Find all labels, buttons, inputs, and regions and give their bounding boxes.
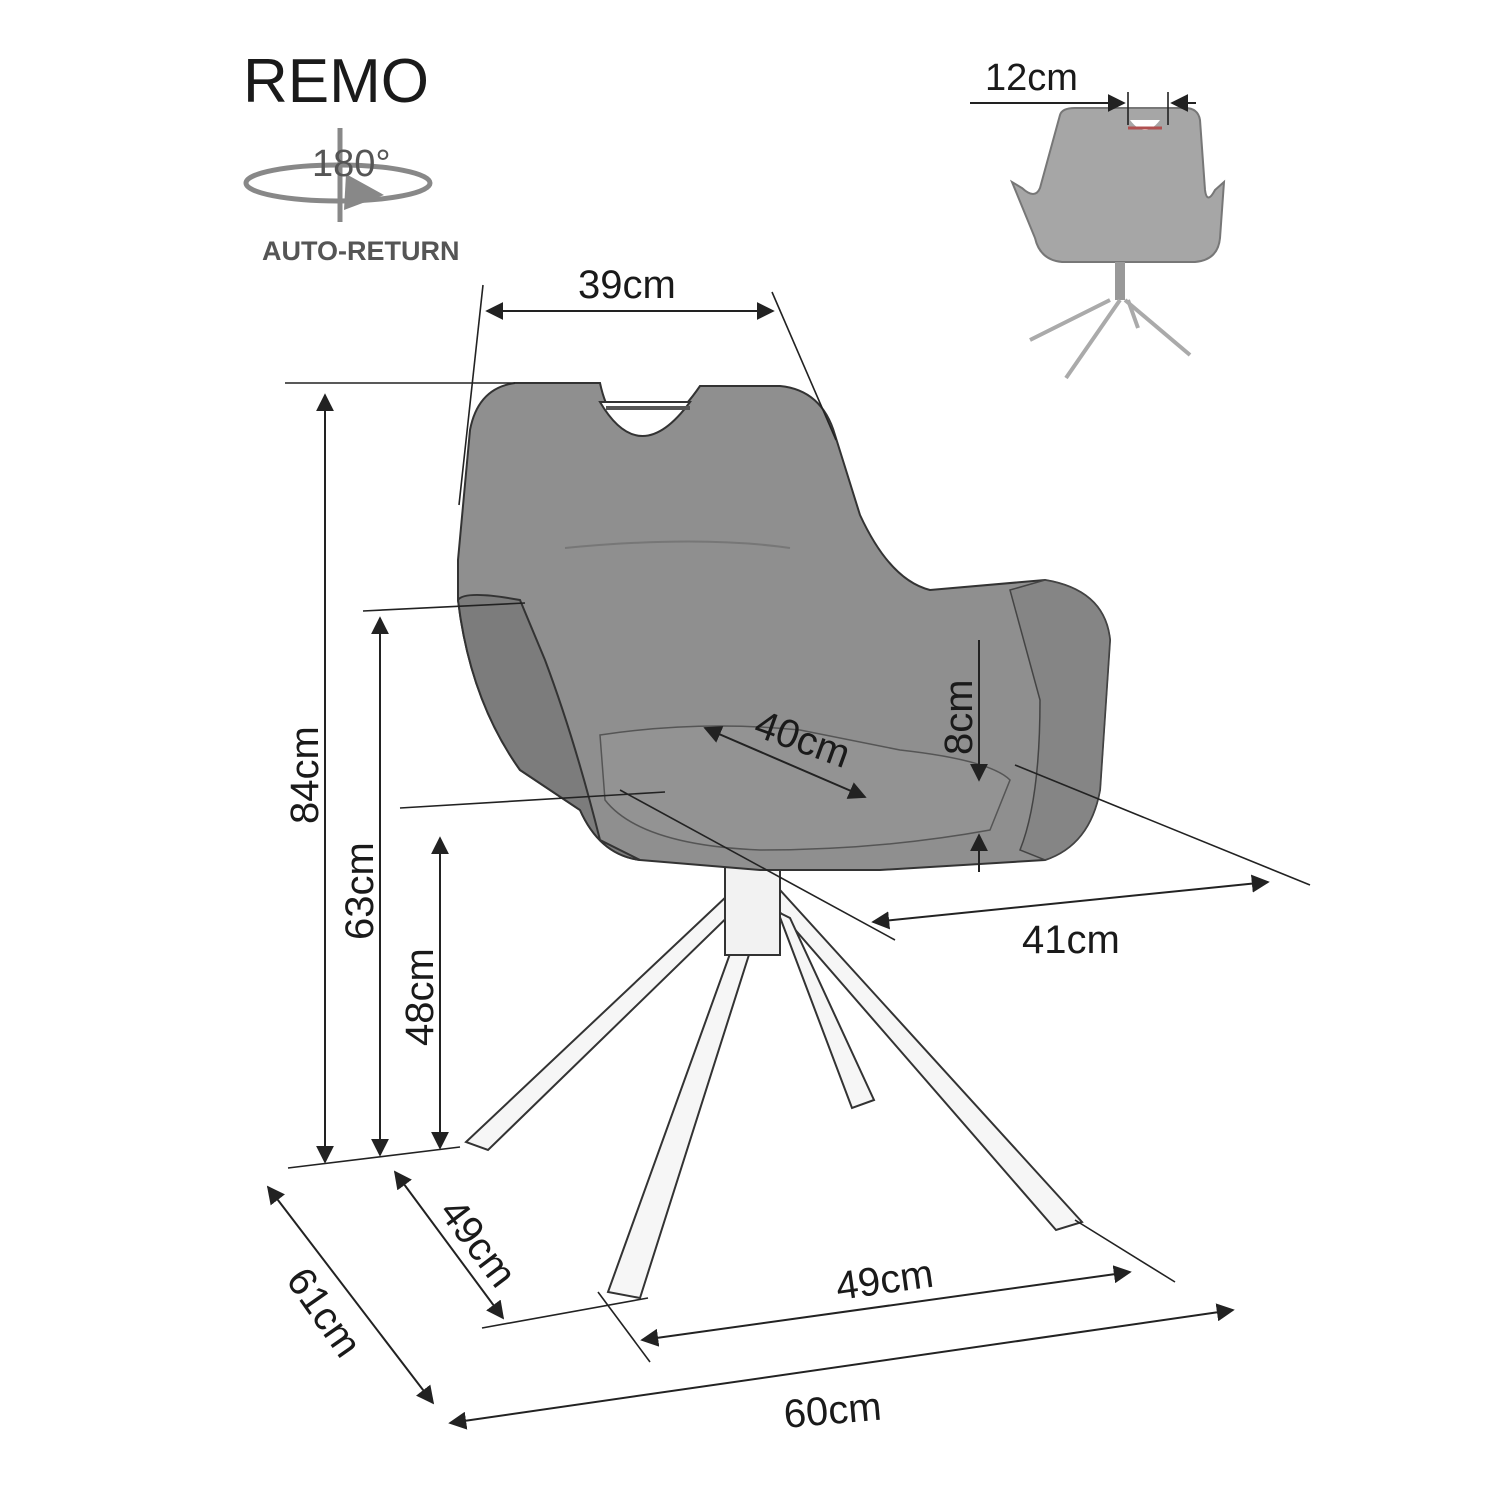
auto-return-label: AUTO-RETURN xyxy=(262,236,460,266)
seat-width-dimension: 41cm xyxy=(619,764,1311,962)
seat-width-label: 41cm xyxy=(1022,918,1120,962)
handle-width-label: 12cm xyxy=(985,57,1078,99)
total-depth-dimension: 61cm xyxy=(266,1185,435,1405)
chair-illustration xyxy=(456,382,1112,1300)
handle-width-dimension: 12cm xyxy=(970,57,1196,125)
rotation-angle: 180° xyxy=(312,143,391,185)
floor-line xyxy=(287,1146,461,1169)
chair-base xyxy=(464,854,1084,1300)
base-depth-label: 49cm xyxy=(431,1191,525,1296)
rotation-icon: 180° xyxy=(243,128,433,222)
armrest-depth-dimension: 8cm xyxy=(937,640,988,872)
back-width-dimension: 39cm xyxy=(458,263,837,506)
seat-height-label: 48cm xyxy=(398,948,442,1046)
total-depth-label: 61cm xyxy=(278,1260,370,1365)
total-height-dimension: 84cm xyxy=(283,382,515,1164)
back-width-label: 39cm xyxy=(578,263,676,307)
armrest-height-dimension: 63cm xyxy=(338,602,526,1157)
base-depth-dimension: 49cm xyxy=(393,1170,649,1329)
seat-height-dimension: 48cm xyxy=(398,791,666,1150)
base-width-dimension: 49cm xyxy=(597,1219,1176,1363)
total-width-dimension: 60cm xyxy=(448,1303,1235,1437)
product-title: REMO xyxy=(243,47,429,116)
total-height-label: 84cm xyxy=(283,726,327,824)
armrest-height-label: 63cm xyxy=(338,842,382,940)
total-width-label: 60cm xyxy=(782,1385,883,1437)
rear-view-chair xyxy=(1009,107,1226,380)
armrest-depth-label: 8cm xyxy=(937,679,981,755)
